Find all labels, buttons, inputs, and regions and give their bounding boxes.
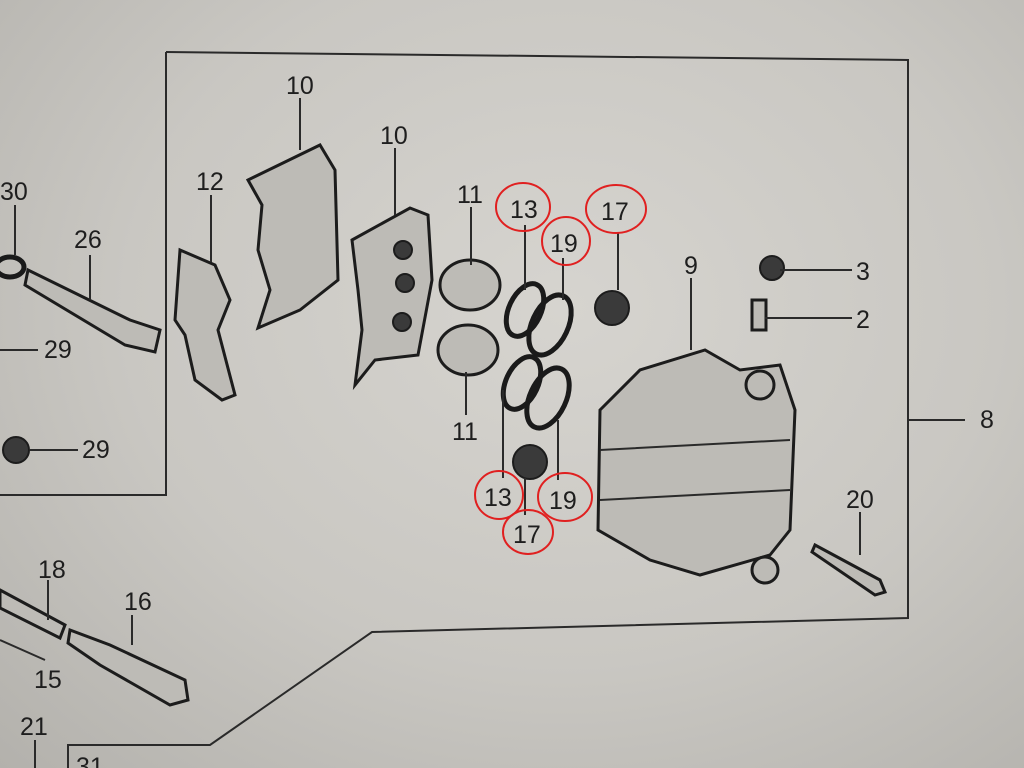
- callout-19-bottom: 19: [549, 487, 577, 515]
- callout-12: 12: [196, 168, 224, 196]
- dust-seal-bottom: [524, 365, 572, 431]
- callout-3: 3: [856, 258, 870, 286]
- dust-seal-top: [526, 292, 574, 358]
- assembly-frame: [67, 51, 909, 768]
- pin-18: [0, 588, 67, 641]
- callout-13-bottom: 13: [484, 484, 512, 512]
- pad-part-a: [245, 143, 340, 331]
- callout-11-bottom: 11: [452, 418, 478, 446]
- piston-bottom: [436, 323, 500, 377]
- seal-ring-top: [503, 281, 547, 339]
- caliper-mount: [744, 369, 776, 401]
- piston-top: [438, 258, 502, 312]
- callout-17-top: 17: [601, 198, 629, 226]
- caliper-fins: [599, 439, 791, 501]
- pad-hole: [393, 240, 413, 260]
- pin-16: [66, 627, 190, 707]
- callout-19-top: 19: [550, 230, 578, 258]
- callout-18: 18: [38, 556, 66, 584]
- callout-31: 31: [76, 753, 104, 768]
- highlight-17-top: [585, 184, 647, 234]
- shim-part: [173, 247, 237, 402]
- pin-bolt: [810, 542, 888, 597]
- pad-part-b: [350, 206, 434, 391]
- callout-10-b: 10: [380, 122, 408, 150]
- callout-8: 8: [980, 406, 994, 434]
- callout-2: 2: [856, 306, 870, 334]
- highlight-13-top: [495, 182, 551, 232]
- caliper-body: [596, 348, 797, 577]
- boot-top: [594, 290, 630, 326]
- callout-29-b: 29: [82, 436, 110, 464]
- pin-26: [23, 267, 162, 354]
- callout-17-bottom: 17: [513, 521, 541, 549]
- highlight-17-bottom: [502, 509, 554, 555]
- ring-30: [0, 254, 27, 280]
- highlight-circles: [474, 182, 647, 555]
- callout-11-top: 11: [457, 181, 483, 209]
- pad-hole: [395, 273, 415, 293]
- callout-9: 9: [684, 252, 698, 280]
- bolt-29: [2, 436, 30, 464]
- callout-21: 21: [20, 713, 48, 741]
- pad-hole: [392, 312, 412, 332]
- callout-20: 20: [846, 486, 874, 514]
- callout-26: 26: [74, 226, 102, 254]
- highlight-19-top: [541, 216, 591, 266]
- highlight-13-bottom: [474, 470, 524, 520]
- bleeder-cap: [759, 255, 785, 281]
- caliper-boss: [750, 555, 780, 585]
- sub-frame: [0, 52, 167, 496]
- callout-13-top: 13: [510, 196, 538, 224]
- callout-29-a: 29: [44, 336, 72, 364]
- highlight-19-bottom: [537, 472, 593, 522]
- seal-ring-bottom: [500, 354, 544, 412]
- callout-15: 15: [34, 666, 62, 694]
- callout-10-a: 10: [286, 72, 314, 100]
- leader-lines: [0, 98, 861, 768]
- bleeder-valve: [750, 298, 768, 332]
- boot-bottom: [512, 444, 548, 480]
- callout-16: 16: [124, 588, 152, 616]
- callout-30: 30: [0, 178, 28, 206]
